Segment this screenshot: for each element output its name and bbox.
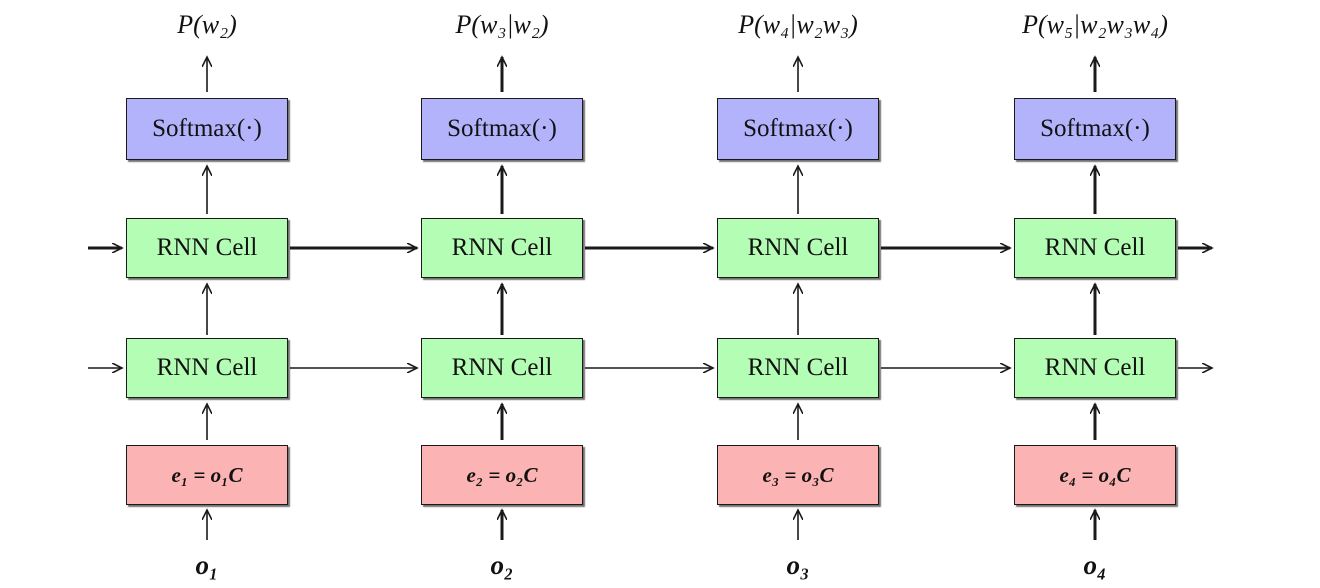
input-onehot-label: o₄	[1083, 550, 1107, 580]
input-onehot-label: o₂	[490, 550, 514, 580]
rnn-cell-bottom: RNN Cell	[1014, 338, 1176, 398]
output-probability-label: P(w₂)	[177, 10, 237, 39]
softmax-box: Softmax(·)	[126, 98, 288, 160]
softmax-box: Softmax(·)	[1014, 98, 1176, 160]
embedding-box: e₄ = o₄C	[1014, 445, 1176, 505]
embedding-box: e₂ = o₂C	[421, 445, 583, 505]
embedding-box: e₃ = o₃C	[717, 445, 879, 505]
input-onehot-label: o₃	[786, 550, 810, 580]
rnn-cell-top: RNN Cell	[126, 218, 288, 278]
output-probability-label: P(w₃|w₂)	[455, 10, 549, 39]
connector-arrows	[88, 57, 1212, 540]
rnn-cell-top: RNN Cell	[717, 218, 879, 278]
output-probability-label: P(w₅|w₂w₃w₄)	[1022, 10, 1168, 39]
input-onehot-label: o₁	[195, 550, 219, 580]
softmax-box: Softmax(·)	[421, 98, 583, 160]
output-probability-label: P(w₄|w₂w₃)	[738, 10, 858, 39]
rnn-cell-top: RNN Cell	[421, 218, 583, 278]
rnn-cell-top: RNN Cell	[1014, 218, 1176, 278]
softmax-box: Softmax(·)	[717, 98, 879, 160]
rnn-cell-bottom: RNN Cell	[421, 338, 583, 398]
rnn-cell-bottom: RNN Cell	[717, 338, 879, 398]
embedding-box: e₁ = o₁C	[126, 445, 288, 505]
rnn-cell-bottom: RNN Cell	[126, 338, 288, 398]
